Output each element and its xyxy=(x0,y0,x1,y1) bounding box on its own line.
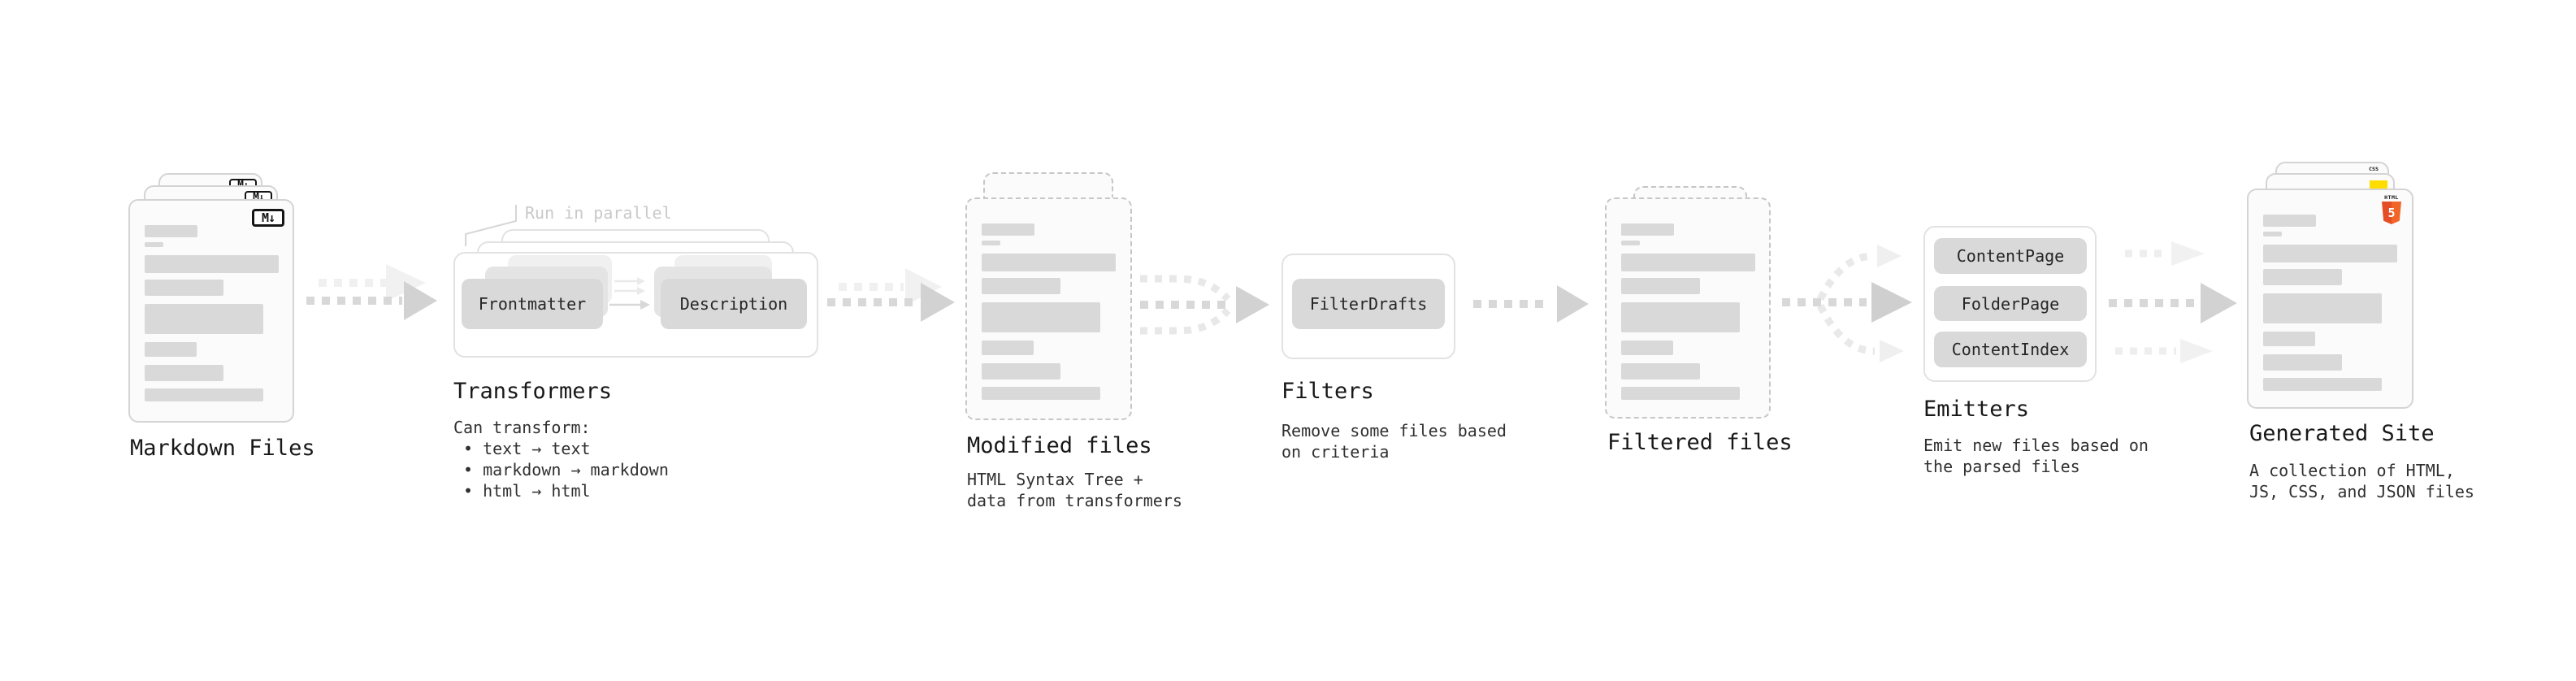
doc-placeholder-bar xyxy=(2263,269,2342,285)
doc-placeholder-bar xyxy=(2263,378,2382,391)
doc-placeholder-bar xyxy=(2263,354,2342,371)
html5-icon: HTML 5 xyxy=(2381,194,2402,224)
flow-arrow-icon xyxy=(827,268,955,322)
doc-placeholder-bar xyxy=(145,304,263,334)
generated-site-subtitle: A collection of HTML, JS, CSS, and JSON … xyxy=(2249,461,2474,501)
merge-arrow-icon xyxy=(1140,275,1269,335)
doc-placeholder-bar xyxy=(1621,363,1700,380)
emitters-label: Emitters xyxy=(1923,397,2030,422)
doc-placeholder-bar xyxy=(1621,302,1740,332)
callout-line xyxy=(465,205,517,246)
doc-placeholder-bar xyxy=(145,280,223,296)
css-badge-text: CSS xyxy=(2369,166,2379,172)
doc-placeholder-bar xyxy=(982,241,1000,245)
markdown-icon: M↓ xyxy=(252,209,284,227)
bullet-item: • html → html xyxy=(463,481,591,501)
doc-placeholder-bar xyxy=(145,365,223,381)
contentindex-pill: ContentIndex xyxy=(1934,332,2087,367)
filterdrafts-pill: FilterDrafts xyxy=(1292,279,1445,329)
doc-placeholder-bar xyxy=(2263,232,2282,236)
html5-number: 5 xyxy=(2387,206,2396,220)
doc-placeholder-bar xyxy=(982,302,1100,332)
generated-html-card: HTML 5 xyxy=(2247,189,2413,409)
emitters-subtitle: Emit new files based on the parsed files xyxy=(1923,436,2149,476)
filters-subtitle: Remove some files based on criteria xyxy=(1281,421,1507,462)
doc-placeholder-bar xyxy=(145,255,279,273)
folderpage-pill: FolderPage xyxy=(1934,286,2087,321)
frontmatter-pill: Frontmatter xyxy=(462,279,603,329)
bullet-item: • text → text xyxy=(463,439,591,458)
filtered-file-card xyxy=(1605,197,1771,419)
filtered-files-label: Filtered files xyxy=(1607,430,1793,455)
doc-placeholder-bar xyxy=(145,225,197,237)
contentpage-pill: ContentPage xyxy=(1934,238,2087,274)
doc-placeholder-bar xyxy=(982,363,1060,380)
bullet-item: • markdown → markdown xyxy=(463,460,669,479)
description-pill: Description xyxy=(661,279,807,329)
transformers-bullet-list: • text → text • markdown → markdown • ht… xyxy=(453,438,669,501)
doc-placeholder-bar xyxy=(1621,387,1740,400)
doc-placeholder-bar xyxy=(982,223,1034,236)
doc-placeholder-bar xyxy=(1621,254,1755,271)
doc-placeholder-bar xyxy=(2263,293,2382,323)
doc-placeholder-bar xyxy=(2263,332,2315,346)
modified-file-card xyxy=(965,197,1132,420)
doc-placeholder-bar xyxy=(2263,245,2397,262)
triple-arrow-icon xyxy=(2109,241,2237,363)
doc-placeholder-bar xyxy=(982,387,1100,400)
modified-files-subtitle: HTML Syntax Tree + data from transformer… xyxy=(967,470,1182,510)
doc-placeholder-bar xyxy=(145,342,197,357)
parallel-arrows-icon xyxy=(609,277,650,310)
doc-placeholder-bar xyxy=(145,388,263,401)
filters-label: Filters xyxy=(1281,379,1374,404)
run-in-parallel-callout: Run in parallel xyxy=(525,203,672,223)
generated-site-label: Generated Site xyxy=(2249,421,2435,446)
js-icon xyxy=(2370,180,2387,189)
html5-badge-text: HTML xyxy=(2384,194,2399,201)
doc-placeholder-bar xyxy=(982,254,1116,271)
html5-shield: 5 xyxy=(2382,202,2401,224)
doc-placeholder-bar xyxy=(1621,340,1673,355)
doc-placeholder-bar xyxy=(1621,223,1674,236)
doc-placeholder-bar xyxy=(2263,215,2316,227)
fanout-arrow-icon xyxy=(1782,245,1912,362)
doc-placeholder-bar xyxy=(1621,241,1640,245)
transformers-label: Transformers xyxy=(453,379,613,404)
modified-files-label: Modified files xyxy=(967,433,1152,458)
flow-arrow-icon xyxy=(306,264,437,320)
doc-placeholder-bar xyxy=(145,242,163,247)
doc-placeholder-bar xyxy=(1621,278,1700,294)
doc-placeholder-bar xyxy=(982,278,1060,294)
transformers-note-title: Can transform: xyxy=(453,418,591,437)
markdown-files-label: Markdown Files xyxy=(130,436,315,461)
flow-arrow-icon xyxy=(1473,285,1589,323)
markdown-file-card: M↓ xyxy=(128,199,294,423)
doc-placeholder-bar xyxy=(982,340,1034,355)
